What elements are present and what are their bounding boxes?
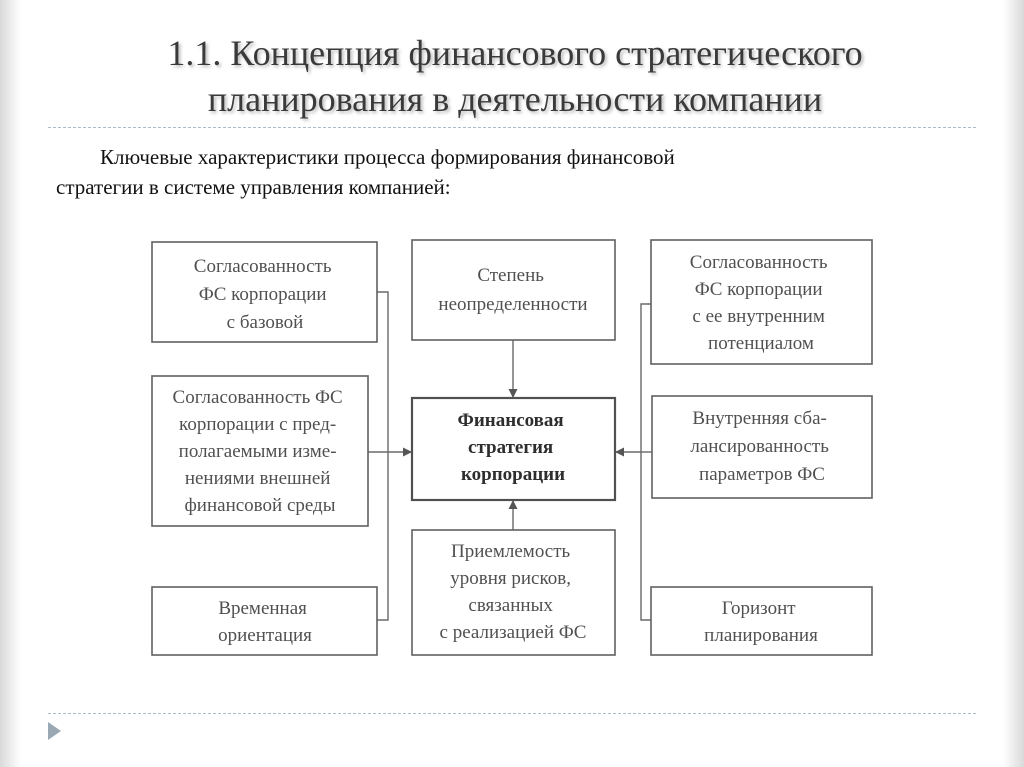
footer-separator (48, 713, 976, 714)
box-text-line: Временная (218, 598, 307, 619)
box-right-bottom: Горизонт планирования (650, 586, 873, 656)
box-text-line: ФС корпорации (199, 284, 327, 305)
box-text-line: с реализацией ФС (440, 622, 587, 643)
svg-text:Временная ориентация: Временная ориентация (218, 598, 312, 646)
box-right-top: Согласованность ФС корпорации с ее внутр… (650, 239, 873, 365)
box-text-line: Горизонт (722, 598, 797, 619)
slide-title-line: 1.1. Концепция финансового стратегическо… (167, 33, 863, 73)
svg-text:Финансовая стратегия: Финансовая стратегия корпорации (458, 410, 569, 485)
box-top-center: Степень неопределенности (411, 239, 616, 341)
box-text-line: Согласованность (690, 252, 828, 273)
box-text-line: с ее внутренним (692, 306, 824, 327)
box-text-line: Внутренняя сба- (692, 408, 826, 429)
box-center-strategy: Финансовая стратегия корпорации (410, 396, 617, 502)
box-left-mid: Согласованность ФС корпорации с пред- по… (151, 375, 369, 527)
box-text-line: ФС корпорации (695, 279, 823, 300)
box-text-line: потенциалом (708, 333, 814, 354)
right-bracket-line (640, 303, 651, 621)
box-text-line: ориентация (218, 625, 312, 646)
center-text-line: корпорации (461, 464, 565, 485)
slide-subtitle-line: стратегии в системе управления компанией… (56, 175, 451, 199)
center-text-line: стратегия (468, 437, 553, 458)
slide-subtitle-line: Ключевые характеристики процесса формиро… (100, 145, 675, 169)
box-text-line: Степень (477, 265, 544, 286)
slide-right-edge-shadow (1002, 0, 1024, 767)
slide-subtitle: Ключевые характеристики процесса формиро… (56, 142, 956, 202)
box-text-line: нениями внешней (185, 468, 331, 489)
svg-text:Степень неопределенности: Степень неопределенности (438, 265, 587, 315)
box-left-top: Согласованность ФС корпорации с базовой (151, 241, 378, 343)
svg-text:Приемлемость уровня риск: Приемлемость уровня рисков, связанных с … (440, 541, 587, 643)
box-bottom-center: Приемлемость уровня рисков, связанных с … (411, 529, 616, 656)
box-text-line: уровня рисков, (450, 568, 571, 589)
box-text-line: связанных (468, 595, 553, 616)
box-text-line: планирования (704, 625, 818, 646)
svg-text:Горизонт планирования: Горизонт планирования (704, 598, 818, 646)
box-text-line: лансированность (690, 436, 829, 457)
box-text-line: корпорации с пред- (179, 414, 336, 435)
svg-text:Согласованность ФС корпо: Согласованность ФС корпорации с базовой (194, 256, 336, 333)
box-text-line: неопределенности (438, 294, 587, 315)
connector-lines (368, 291, 652, 621)
center-text-line: Финансовая (458, 410, 564, 431)
box-text-line: Согласованность ФС (173, 387, 343, 408)
box-left-bottom: Временная ориентация (151, 586, 378, 656)
svg-text:Внутренняя сба- лансиров: Внутренняя сба- лансированность параметр… (690, 408, 833, 485)
box-text-line: Согласованность (194, 256, 332, 277)
box-text-line: полагаемыми изме- (179, 441, 337, 462)
svg-text:Согласованность ФС корпо: Согласованность ФС корпорации с пред- по… (173, 387, 348, 516)
title-separator (48, 127, 976, 128)
box-text-line: Приемлемость (451, 541, 570, 562)
next-slide-arrow-icon[interactable] (48, 722, 61, 740)
slide-title: 1.1. Концепция финансового стратегическо… (60, 30, 970, 122)
box-text-line: с базовой (227, 312, 304, 333)
slide-title-line: планирования в деятельности компании (207, 79, 823, 119)
svg-text:Согласованность ФС корпо: Согласованность ФС корпорации с ее внутр… (690, 252, 832, 354)
box-text-line: финансовой среды (185, 495, 336, 516)
slide-left-edge-shadow (0, 0, 22, 767)
box-text-line: параметров ФС (699, 464, 825, 485)
box-right-mid: Внутренняя сба- лансированность параметр… (651, 395, 873, 499)
left-bracket-line (377, 291, 389, 621)
